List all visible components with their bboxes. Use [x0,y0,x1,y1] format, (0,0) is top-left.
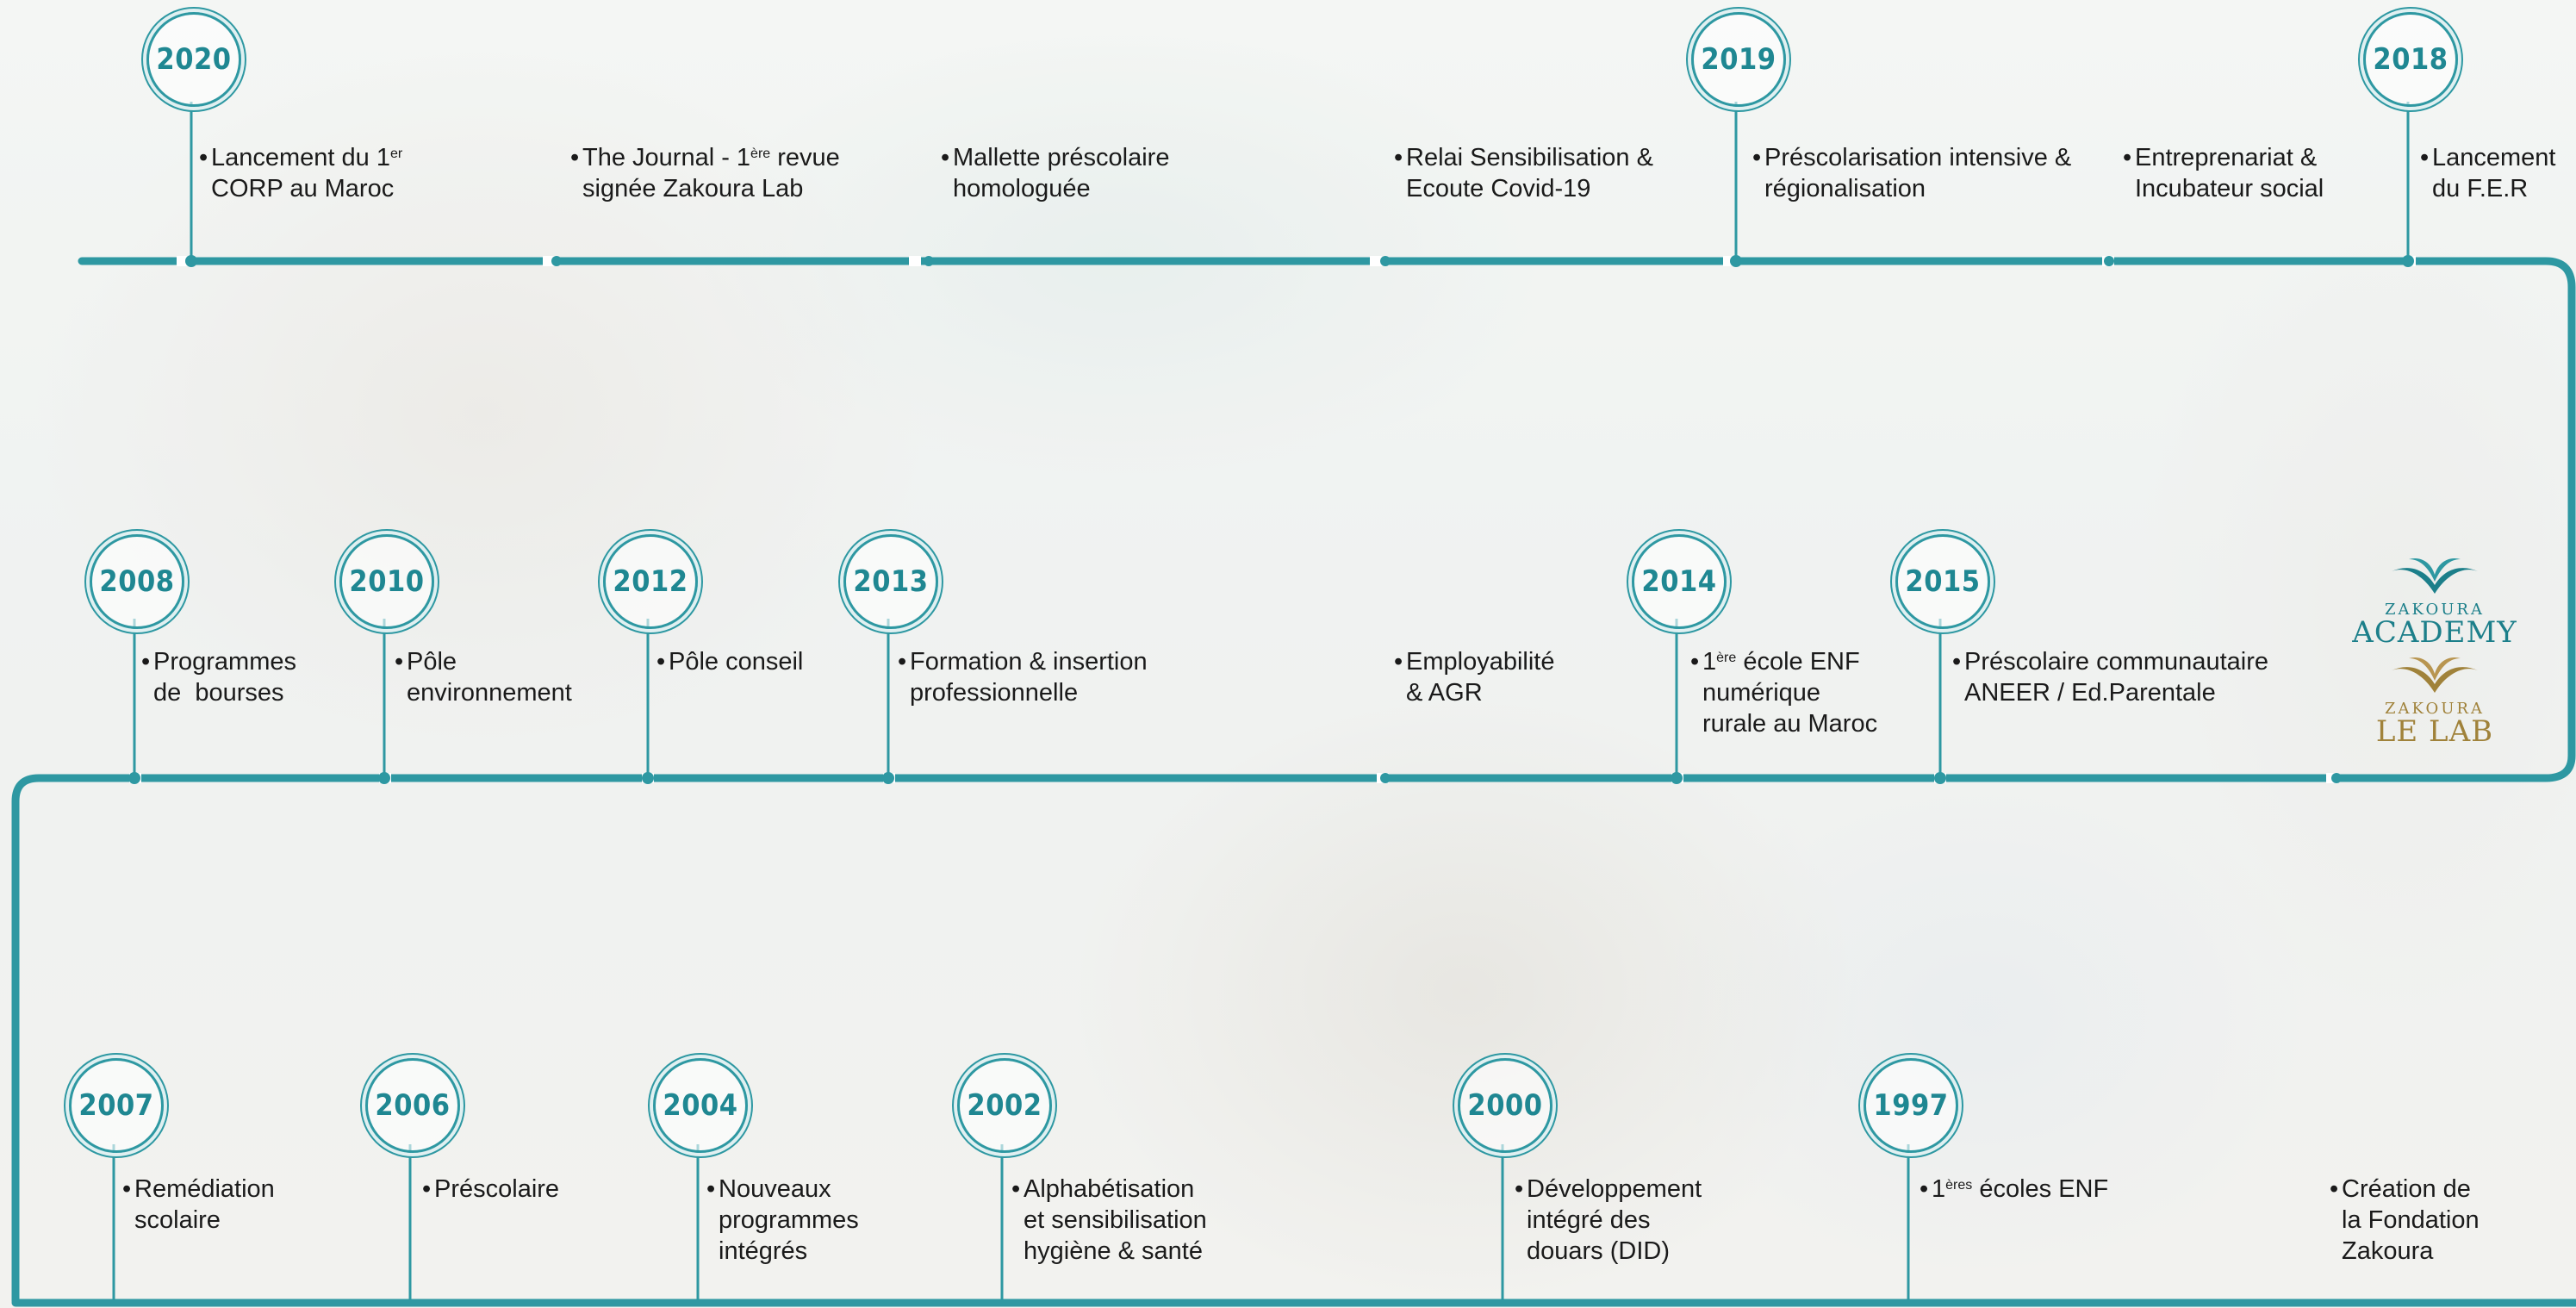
year-badge-2000: 2000 [1458,1058,1552,1153]
year-badge-2006: 2006 [365,1058,460,1153]
milestone-pole-conseil: •Pôle conseil [656,648,804,676]
milestone-entreprenariat: •Entreprenariat &Incubateur social [2123,144,2324,202]
zakoura-le-lab-logo: ZAKOURA LE LAB [2340,655,2529,746]
milestone-ecoles-enf: •1ères écoles ENF [1920,1175,2109,1203]
year-badge-2002: 2002 [957,1058,1052,1153]
milestone-covid-relay: •Relai Sensibilisation &Ecoute Covid-19 [1394,144,1653,202]
zakoura-academy-logo: ZAKOURA ACADEMY [2340,556,2529,647]
open-book-icon [2392,557,2478,594]
milestone-prescolaire: •Préscolaire [422,1175,560,1203]
year-badge-2004: 2004 [653,1058,748,1153]
open-book-icon [2392,657,2478,693]
year-badge-2010: 2010 [339,534,434,629]
milestone-employabilite: •Employabilité& AGR [1394,648,1555,707]
year-badge-2019: 2019 [1691,12,1786,107]
year-badge-2018: 2018 [2363,12,2458,107]
milestone-prescolarisation: •Préscolarisation intensive &régionalisa… [1752,144,2072,202]
year-badge-2012: 2012 [603,534,698,629]
year-badge-2013: 2013 [843,534,938,629]
year-badge-2007: 2007 [69,1058,164,1153]
year-badge-2008: 2008 [90,534,184,629]
year-badge-2020: 2020 [146,12,241,107]
year-badge-2014: 2014 [1632,534,1727,629]
year-badge-2015: 2015 [1895,534,1990,629]
year-badge-1997: 1997 [1864,1058,1958,1153]
